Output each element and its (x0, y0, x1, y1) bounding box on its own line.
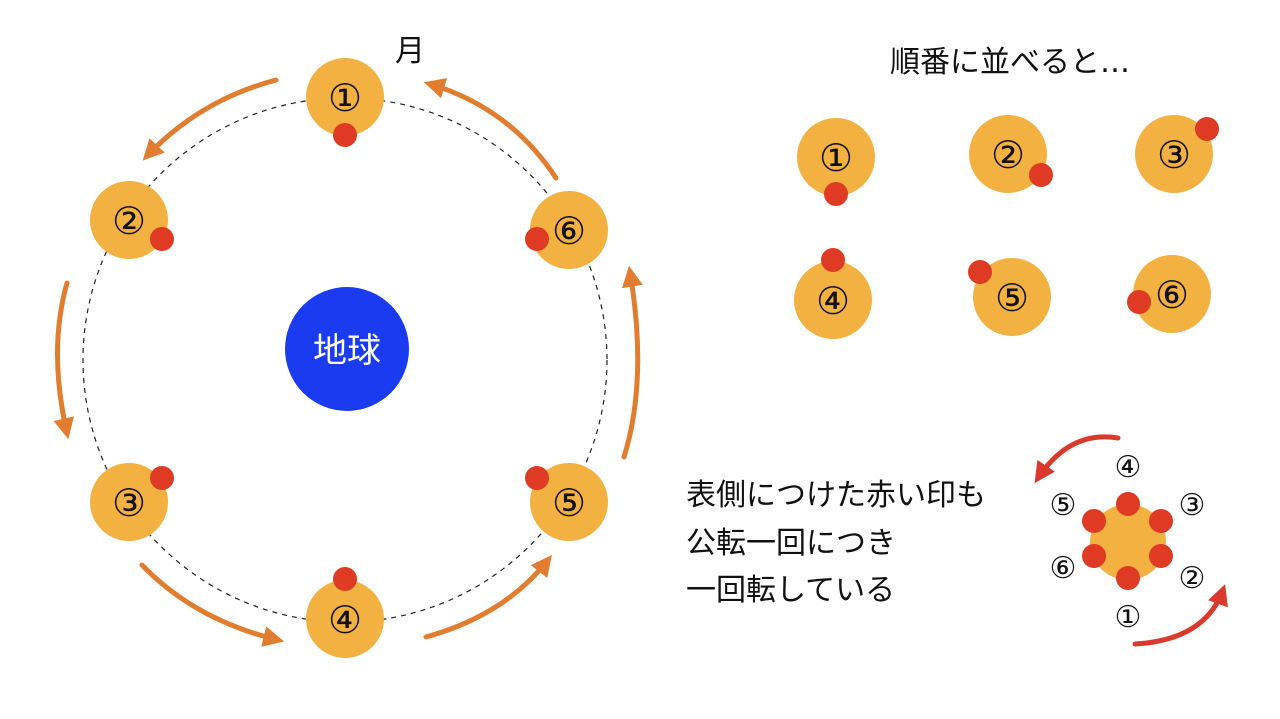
orbit-arrow-6-to-1 (423, 78, 559, 181)
sequence-panel: 順番に並べると… ① ② ③ ④ ⑤ ⑥ (794, 45, 1219, 339)
sequence-moon-4-label: ④ (816, 279, 850, 323)
orbit-moon-1: ① (306, 58, 384, 147)
orbit-arrow-3-to-4 (139, 562, 285, 647)
moon-mark (1127, 290, 1151, 314)
rotation-mark-3 (1149, 509, 1173, 533)
orbit-moon-6-label: ⑥ (552, 209, 586, 253)
sequence-moon-3: ③ (1135, 115, 1219, 193)
sequence-moon-2-label: ② (991, 133, 1025, 177)
rotation-arrow-bottom (1132, 584, 1228, 647)
moon-mark (333, 567, 357, 591)
moon-mark (968, 260, 992, 284)
earth-label: 地球 (313, 331, 381, 371)
sequence-moon-6-label: ⑥ (1155, 273, 1189, 317)
orbit-moon-4: ④ (306, 567, 384, 658)
sequence-moon-1: ① (797, 118, 875, 206)
orbit-arrow-5-to-6 (621, 265, 643, 460)
orbit-moon-3-label: ③ (112, 481, 146, 525)
orbit-moon-5-label: ⑤ (552, 481, 586, 525)
orbit-moon-5: ⑤ (525, 463, 608, 541)
moon-mark (333, 123, 357, 147)
earth: 地球 (285, 287, 409, 411)
rotation-moon (1090, 504, 1166, 580)
rotation-label-3: ③ (1179, 488, 1206, 523)
orbit-moon-3: ③ (90, 463, 174, 541)
rotation-arrow-top (1034, 434, 1121, 484)
moon-label: 月 (395, 34, 425, 69)
moon-mark (824, 182, 848, 206)
rotation-label-1: ① (1115, 600, 1142, 635)
moon-mark (1195, 117, 1219, 141)
sequence-title: 順番に並べると… (890, 45, 1130, 80)
rotation-mark-1 (1116, 566, 1140, 590)
orbit-moon-2: ② (90, 181, 174, 259)
orbit-moon-1-label: ① (328, 76, 362, 120)
rotation-mark-5 (1082, 509, 1106, 533)
sequence-moon-5: ⑤ (968, 258, 1051, 336)
rotation-summary: ④ ⑤ ③ ⑥ ② ① (1034, 434, 1228, 647)
rotation-label-5: ⑤ (1050, 488, 1077, 523)
sequence-moon-1-label: ① (819, 136, 853, 180)
orbit-arrow-2-to-3 (53, 280, 74, 440)
rotation-label-2: ② (1179, 561, 1206, 596)
orbit-moon-4-label: ④ (328, 598, 362, 642)
rotation-mark-4 (1116, 492, 1140, 516)
rotation-caption: 表側につけた赤い印も 公転一回につき 一回転している (686, 478, 986, 608)
caption-line-2: 公転一回につき (686, 526, 896, 561)
caption-line-3: 一回転している (686, 573, 895, 608)
rotation-label-6: ⑥ (1050, 551, 1077, 586)
moon-mark (525, 466, 549, 490)
sequence-moon-3-label: ③ (1157, 133, 1191, 177)
rotation-mark-2 (1149, 544, 1173, 568)
orbit-diagram: 地球 月 ① ② ③ ④ ⑤ ⑥ (53, 34, 643, 658)
orbit-moon-6: ⑥ (525, 191, 608, 269)
orbit-arrow-1-to-2 (142, 77, 279, 161)
rotation-mark-6 (1082, 544, 1106, 568)
sequence-moon-5-label: ⑤ (995, 276, 1029, 320)
rotation-label-4: ④ (1115, 450, 1142, 485)
moon-mark (1029, 163, 1053, 187)
sequence-moon-6: ⑥ (1127, 255, 1211, 333)
sequence-moon-4: ④ (794, 248, 872, 339)
moon-mark (525, 227, 549, 251)
moon-mark (150, 227, 174, 251)
orbit-arrow-4-to-5 (423, 555, 552, 640)
orbit-arrows (53, 77, 643, 647)
moon-mark (150, 466, 174, 490)
orbit-moon-2-label: ② (112, 199, 146, 243)
caption-line-1: 表側につけた赤い印も (686, 478, 986, 513)
sequence-moon-2: ② (969, 115, 1053, 193)
moon-mark (821, 248, 845, 272)
